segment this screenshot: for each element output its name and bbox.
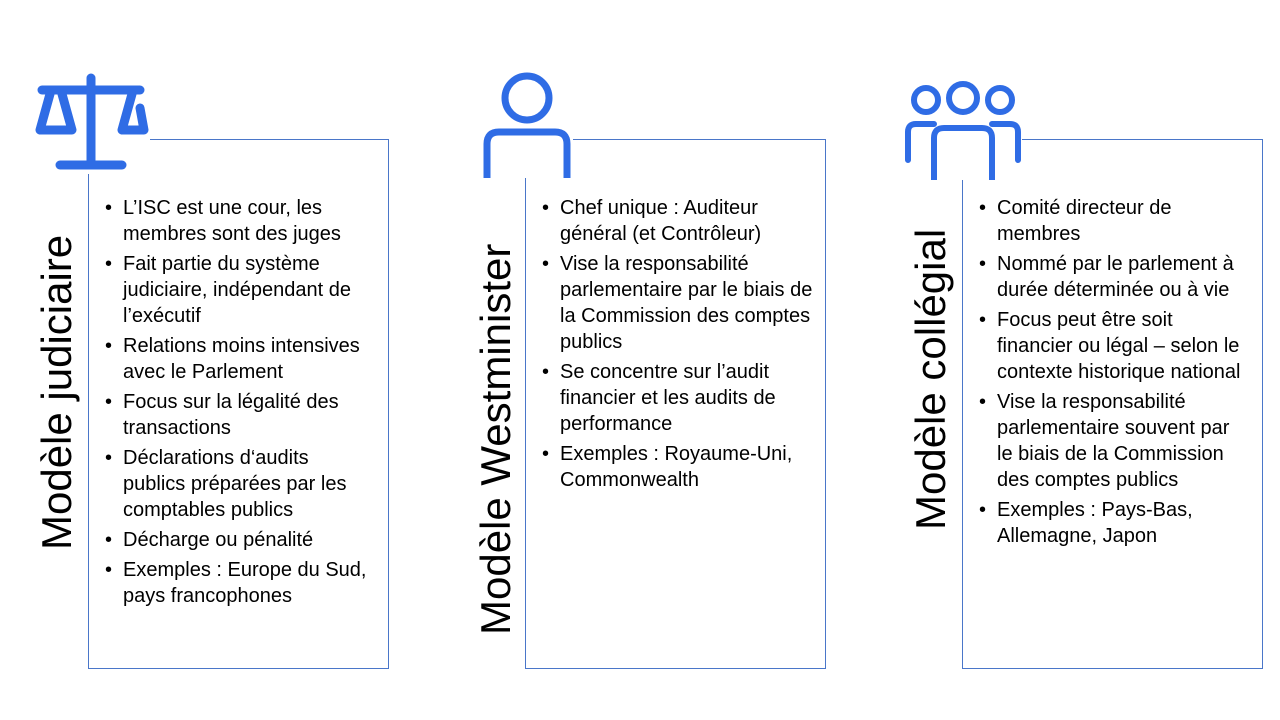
bullet-item: Exemples : Royaume-Uni, Commonwealth <box>542 441 813 493</box>
model-westminister: Chef unique : Auditeur général (et Contr… <box>437 0 857 720</box>
bullet-list: Comité directeur de membres Nommé par le… <box>979 195 1250 553</box>
bullet-item: Focus sur la légalité des transactions <box>105 389 376 441</box>
bullet-item: Focus peut être soit financier ou légal … <box>979 307 1250 385</box>
scales-of-justice-icon <box>32 68 150 174</box>
group-of-people-icon <box>904 80 1022 180</box>
model-title: Modèle Westminister <box>472 243 519 635</box>
bullet-item: Se concentre sur l’audit financier et le… <box>542 359 813 437</box>
bullet-item: Nommé par le parlement à durée déterminé… <box>979 251 1250 303</box>
bullet-item: Vise la responsabilité parlementaire sou… <box>979 389 1250 493</box>
bullet-list: L’ISC est une cour, les membres sont des… <box>105 195 376 613</box>
bullet-item: Chef unique : Auditeur général (et Contr… <box>542 195 813 247</box>
model-box: Comité directeur de membres Nommé par le… <box>962 139 1263 669</box>
bullet-item: Décharge ou pénalité <box>105 527 376 553</box>
bullet-list: Chef unique : Auditeur général (et Contr… <box>542 195 813 497</box>
model-title: Modèle collégial <box>907 228 954 530</box>
bullet-item: Exemples : Pays-Bas, Allemagne, Japon <box>979 497 1250 549</box>
model-title: Modèle judiciaire <box>33 234 80 550</box>
bullet-item: L’ISC est une cour, les membres sont des… <box>105 195 376 247</box>
bullet-item: Déclarations d‘audits publics préparées … <box>105 445 376 523</box>
bullet-item: Exemples : Europe du Sud, pays francopho… <box>105 557 376 609</box>
model-box: Chef unique : Auditeur général (et Contr… <box>525 139 826 669</box>
model-collegial: Comité directeur de membres Nommé par le… <box>874 0 1280 720</box>
model-judiciaire: L’ISC est une cour, les membres sont des… <box>0 0 420 720</box>
bullet-item: Relations moins intensives avec le Parle… <box>105 333 376 385</box>
bullet-item: Fait partie du système judiciaire, indép… <box>105 251 376 329</box>
bullet-item: Vise la responsabilité parlementaire par… <box>542 251 813 355</box>
bullet-item: Comité directeur de membres <box>979 195 1250 247</box>
model-box: L’ISC est une cour, les membres sont des… <box>88 139 389 669</box>
single-person-icon <box>481 70 573 178</box>
